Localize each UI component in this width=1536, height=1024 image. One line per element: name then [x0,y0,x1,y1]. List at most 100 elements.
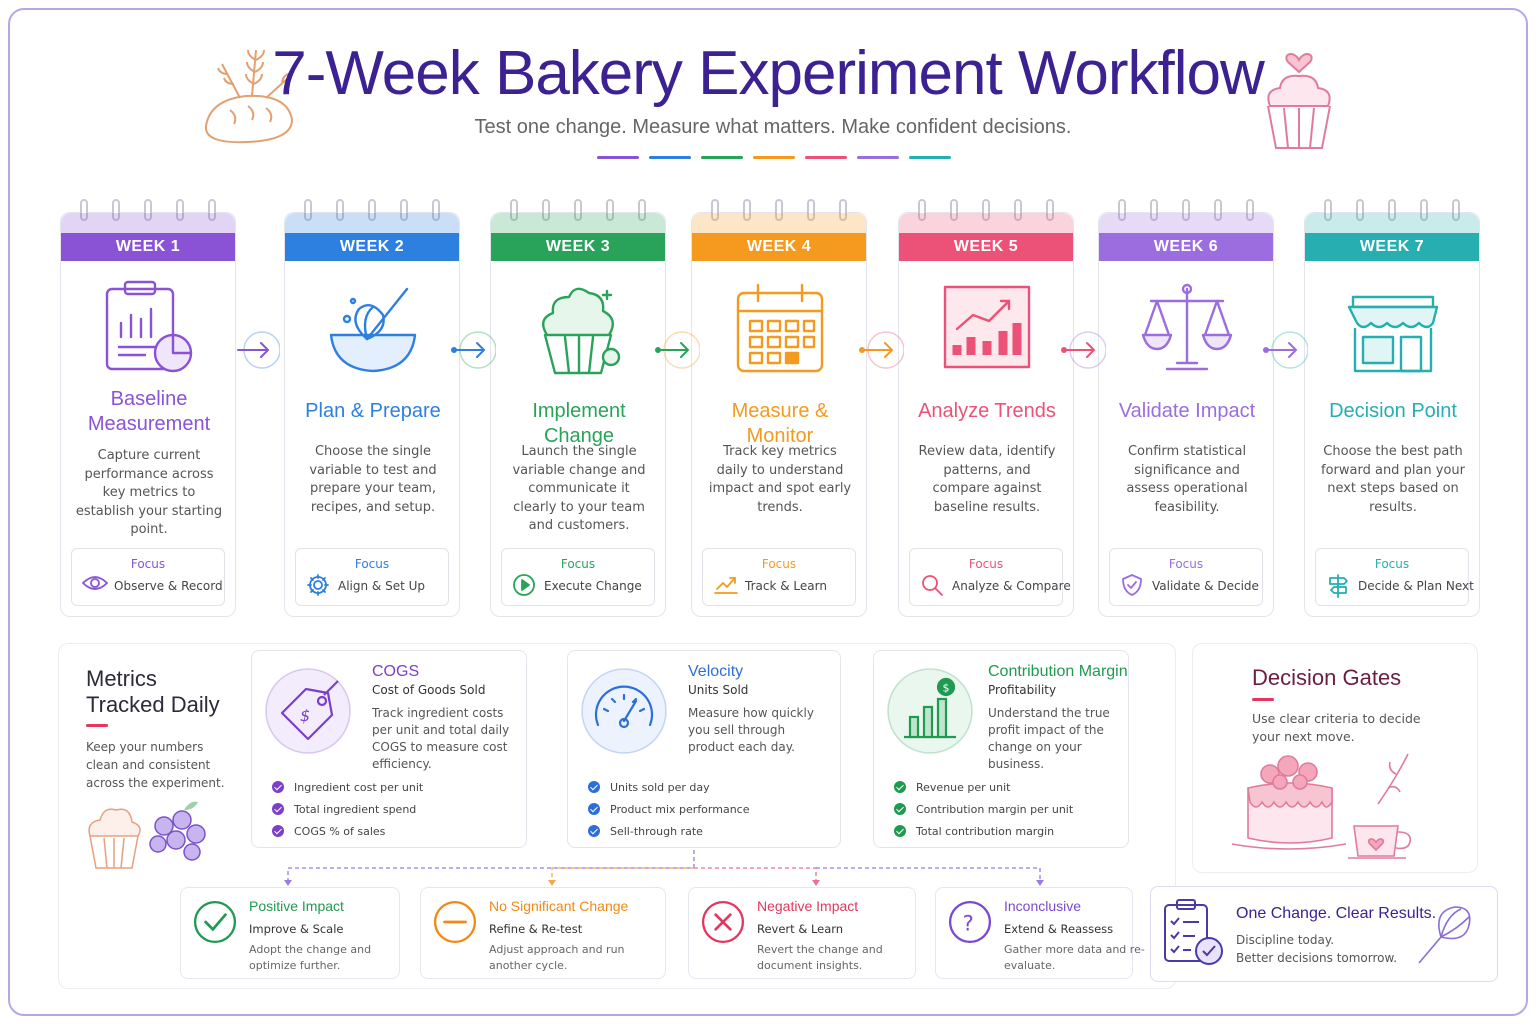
metric-bullet: Contribution margin per unit [894,803,1073,817]
flow-arrow-icon [654,330,701,370]
outcome-desc: Adjust approach and run another cycle. [489,943,625,972]
outcome-subtitle: Improve & Scale [249,922,344,936]
metric-subtitle: Cost of Goods Sold [372,683,486,697]
scales-icon [1137,279,1237,379]
focus-value: Observe & Record [114,579,223,593]
metrics-title: Metrics Tracked Daily [86,666,220,717]
focus-box: Focus Track & Learn [702,548,856,606]
metric-desc: Track ingredient costs per unit and tota… [372,706,510,771]
title-swatch [701,156,743,159]
check-icon [588,803,600,815]
cupcake-icon [529,279,629,379]
focus-box: Focus Align & Set Up [295,548,449,606]
week-title: Baseline Measurement [87,388,211,435]
focus-label: Focus [354,557,390,571]
title-swatch [857,156,899,159]
flow-arrow-icon [858,330,905,370]
focus-label: Focus [1374,557,1410,571]
decision-gates-underline [1252,698,1274,701]
week-desc: Choose the best path forward and plan yo… [1321,444,1465,515]
week-label: WEEK 5 [899,233,1073,261]
bread-wheat-icon [204,49,294,144]
week-label: WEEK 2 [285,233,459,261]
outcome-subtitle: Extend & Reassess [1004,922,1114,936]
whisk-bowl-icon [323,279,423,379]
price-tag-icon: $ [262,665,354,757]
focus-label: Focus [761,557,797,571]
week-title: Measure & Monitor [731,400,829,447]
week-label: WEEK 6 [1099,233,1273,261]
week-desc: Confirm statistical significance and ass… [1126,444,1248,515]
metric-title: COGS [372,663,420,680]
week-card-6: WEEK 6 Validate Impact Confirm statistic… [1098,199,1274,617]
metric-title: Velocity [688,663,744,680]
focus-label: Focus [560,557,596,571]
notebook-rings [1305,199,1479,221]
outcome-desc: Adopt the change and optimize further. [249,943,372,972]
metric-bullet: Total ingredient spend [272,803,416,817]
decision-gates-desc: Use clear criteria to decide your next m… [1252,711,1421,744]
metrics-desc: Keep your numbers clean and consistent a… [86,740,225,790]
flow-arrow-icon [1060,330,1107,370]
week-title: Plan & Prepare [305,400,441,422]
calendar-icon [730,279,830,379]
notebook-rings [61,199,235,221]
focus-value: Decide & Plan Next [1358,579,1474,593]
page-frame [8,8,1528,1016]
notebook-rings [899,199,1073,221]
week-card-5: WEEK 5 Analyze Trends Review data, ident… [898,199,1074,617]
week-title: Validate Impact [1118,400,1256,422]
check-icon [588,781,600,793]
metric-bullet: Revenue per unit [894,781,1010,795]
metrics-title-underline [86,724,108,727]
svg-text:$: $ [300,706,310,725]
metric-bullet: Units sold per day [588,781,710,795]
check-icon [588,825,600,837]
closing-card: One Change. Clear Results. Discipline to… [1150,886,1498,982]
focus-value: Align & Set Up [338,579,426,593]
week-label: WEEK 1 [61,233,235,261]
flow-arrow-icon [1262,330,1309,370]
outcome-subtitle: Revert & Learn [757,922,844,936]
outcome-title: Inconclusive [1004,898,1082,914]
storefront-icon [1343,279,1443,379]
focus-value: Execute Change [544,579,642,593]
week-desc: Choose the single variable to test and p… [309,444,437,515]
week-card-4: WEEK 4 Measure & Monitor Track key metri… [691,199,867,617]
focus-value: Track & Learn [745,579,827,593]
metric-card-3: $ Contribution Margin Profitability Unde… [873,650,1129,848]
metric-bullet: COGS % of sales [272,825,385,839]
check-icon [272,803,284,815]
outcome-title: Negative Impact [757,898,859,914]
focus-box: Focus Execute Change [501,548,655,606]
week-card-1: WEEK 1 Baseline Measurement Capture curr… [60,199,236,617]
metric-card-1: $ COGS Cost of Goods Sold Track ingredie… [251,650,527,848]
week-title: Decision Point [1329,400,1457,422]
notebook-rings [285,199,459,221]
outcome-desc: Revert the change and document insights. [757,943,883,972]
cake-tea-icon [1231,753,1412,859]
metric-bullet: Sell-through rate [588,825,703,839]
focus-value: Validate & Decide [1152,579,1259,593]
outcome-desc: Gather more data and re-evaluate. [1004,943,1145,972]
focus-box: Focus Observe & Record [71,548,225,606]
title-swatch [909,156,951,159]
decision-gates-title: Decision Gates [1252,665,1402,690]
metric-card-2: Velocity Units Sold Measure how quickly … [567,650,841,848]
bar-chart-icon [937,279,1037,379]
week-card-3: WEEK 3 Implement Change Launch the singl… [490,199,666,617]
cupcake-berries-icon [88,801,206,869]
check-icon [894,825,906,837]
metric-subtitle: Profitability [988,683,1057,697]
week-desc: Capture current performance across key m… [75,448,223,537]
metric-bullet: Total contribution margin [894,825,1054,839]
money-chart-icon: $ [884,665,976,757]
speedometer-icon [578,665,670,757]
week-label: WEEK 7 [1305,233,1479,261]
focus-label: Focus [130,557,166,571]
metric-title: Contribution Margin [988,663,1128,680]
page-title: 7-Week Bakery Experiment Workflow [272,39,1264,108]
metric-subtitle: Units Sold [688,683,749,697]
focus-value: Analyze & Compare [952,579,1071,593]
outcome-subtitle: Refine & Re-test [489,922,583,936]
